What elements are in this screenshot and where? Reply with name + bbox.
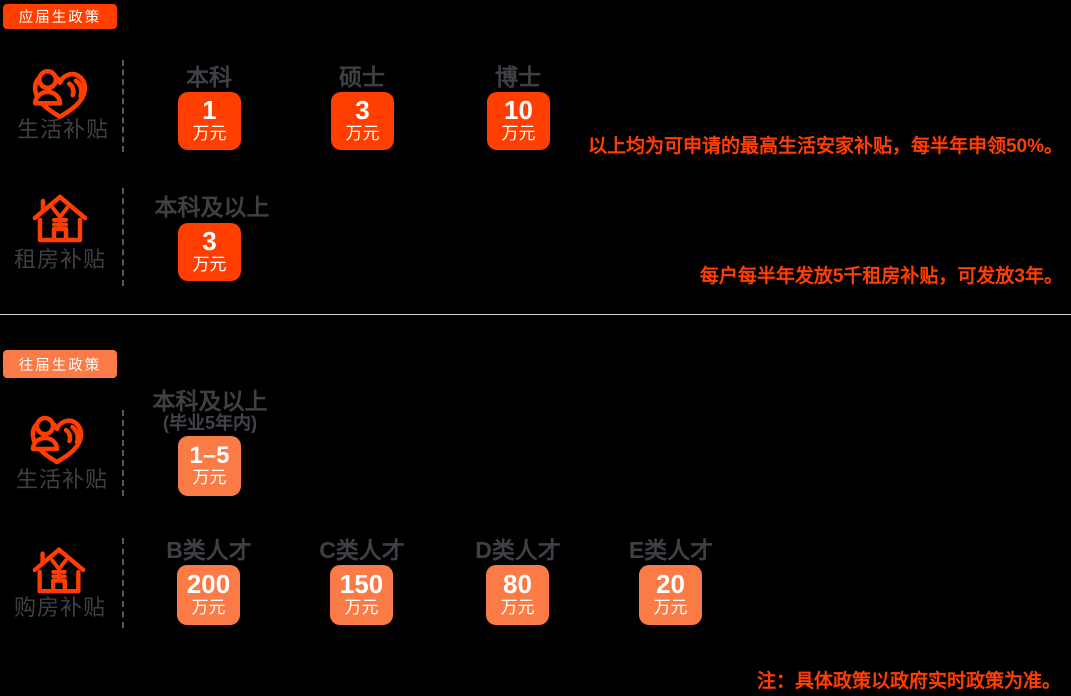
card-value: 3 [355, 95, 370, 126]
column-header-c-talent: C类人才 [319, 537, 405, 563]
card-unit: 万元 [344, 598, 379, 618]
rent-subsidy-note: 每户每半年发放5千租房补贴，可发放3年。 [699, 266, 1063, 287]
column-header-d-talent: D类人才 [475, 537, 561, 563]
row-label-living-subsidy: 生活补贴 [17, 117, 110, 142]
card-value: 3 [202, 226, 217, 257]
card-unit: 万元 [192, 468, 227, 488]
column-header-b-talent: B类人才 [166, 537, 252, 563]
row-label-rent-subsidy: 租房补贴 [14, 247, 107, 272]
column-subheader-within-5-years: (毕业5年内) [163, 413, 257, 433]
footer-disclaimer-note: 注：具体政策以政府实时政策为准。 [756, 671, 1061, 692]
column-header-master: 硕士 [339, 64, 385, 90]
subsidy-card: 20 万元 [639, 565, 702, 625]
dashed-separator [122, 60, 124, 152]
card-unit: 万元 [501, 124, 536, 144]
row-label-home-purchase-subsidy: 购房补贴 [14, 595, 107, 620]
card-value: 200 [186, 569, 231, 600]
house-yuan-icon [30, 187, 90, 247]
subsidy-card: 1–5 万元 [178, 436, 241, 496]
fresh-policy-badge: 应届生政策 [3, 4, 117, 29]
subsidy-card: 3 万元 [331, 92, 394, 150]
dashed-separator [122, 188, 124, 286]
subsidy-card: 10 万元 [487, 92, 550, 150]
subsidy-card: 150 万元 [330, 565, 393, 625]
column-header-bachelor-above: 本科及以上 [154, 194, 270, 220]
previous-policy-badge: 往届生政策 [3, 350, 117, 378]
section-divider [0, 314, 1071, 315]
house-yuan-icon [30, 540, 88, 598]
card-value: 80 [503, 569, 532, 600]
column-header-bachelor-above: 本科及以上 [152, 388, 268, 414]
subsidy-card: 1 万元 [178, 92, 241, 150]
subsidy-card: 3 万元 [178, 223, 241, 281]
card-value: 10 [504, 95, 533, 126]
card-value: 1–5 [189, 442, 230, 470]
card-unit: 万元 [653, 598, 688, 618]
card-unit: 万元 [500, 598, 535, 618]
living-subsidy-note: 以上均为可申请的最高生活安家补贴，每半年申领50%。 [587, 136, 1063, 157]
people-heart-icon [25, 407, 89, 471]
column-header-e-talent: E类人才 [628, 537, 714, 563]
dashed-separator [122, 410, 124, 496]
card-unit: 万元 [192, 124, 227, 144]
card-value: 150 [339, 569, 384, 600]
row-label-living-subsidy: 生活补贴 [16, 467, 109, 492]
card-value: 1 [202, 95, 217, 126]
people-heart-icon [27, 60, 93, 126]
column-header-bachelor: 本科 [186, 64, 232, 90]
column-header-phd: 博士 [495, 64, 541, 90]
subsidy-card: 200 万元 [177, 565, 240, 625]
dashed-separator [122, 538, 124, 628]
card-unit: 万元 [345, 124, 380, 144]
card-unit: 万元 [192, 255, 227, 275]
card-unit: 万元 [191, 598, 226, 618]
card-value: 20 [656, 569, 685, 600]
subsidy-card: 80 万元 [486, 565, 549, 625]
